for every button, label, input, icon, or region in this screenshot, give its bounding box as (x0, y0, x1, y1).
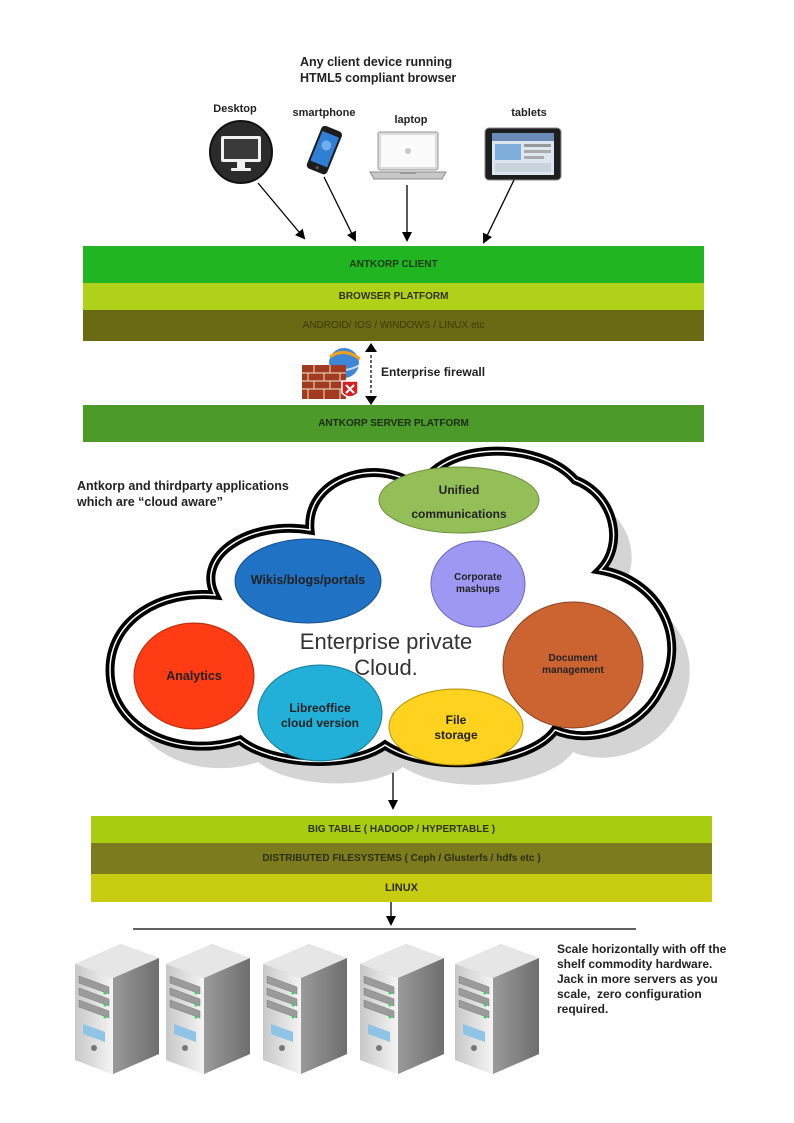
servers-note-line-2: shelf commodity hardware. (557, 957, 713, 971)
laptop-icon (369, 131, 447, 180)
server-platform-label: ANTKORP SERVER PLATFORM (318, 418, 469, 429)
header-line-2: HTML5 compliant browser (300, 71, 457, 85)
libreoffice-bubble (257, 664, 383, 762)
antkorp-client-label: ANTKORP CLIENT (349, 259, 438, 270)
header-caption: Any client device running HTML5 complian… (300, 54, 456, 86)
header-line-1: Any client device running (300, 55, 453, 69)
servers-note-line-4: scale, zero configuration (557, 987, 702, 1001)
analytics-bubble (133, 622, 255, 730)
corporate-mashups-bubble (430, 540, 526, 628)
cloud-title: Enterprise private Cloud. (270, 629, 502, 681)
document-management-label: Document management (503, 653, 643, 677)
os-layer: ANDROID/ IOS / WINDOWS / LINUX etc (83, 310, 704, 341)
server-icon-5 (454, 943, 540, 1075)
apps-caption: Antkorp and thirdparty applications whic… (77, 478, 289, 510)
server-icon-2 (165, 943, 251, 1075)
device-label-desktop: Desktop (213, 103, 257, 115)
bigtable-layer: BIG TABLE ( HADOOP / HYPERTABLE ) (91, 816, 712, 843)
corporate-mashups-label: Corporate mashups (431, 572, 525, 596)
servers-note-line-5: required. (557, 1002, 609, 1016)
libreoffice-label: Libreoffice cloud version (258, 701, 382, 731)
libre-line-2: cloud version (280, 716, 360, 730)
device-label-laptop: laptop (394, 114, 428, 126)
file-line-2: storage (434, 728, 478, 742)
file-line-1: File (445, 713, 467, 727)
server-icon-1 (74, 943, 160, 1075)
apps-caption-line-1: Antkorp and thirdparty applications (77, 479, 289, 493)
servers-note-line-3: Jack in more servers as you (557, 972, 718, 986)
browser-platform-label: BROWSER PLATFORM (338, 291, 449, 302)
antkorp-client-layer: ANTKORP CLIENT (83, 246, 704, 283)
os-label: ANDROID/ IOS / WINDOWS / LINUX etc (302, 320, 485, 331)
firewall-icon (302, 348, 361, 399)
document-line-1: Document (548, 653, 598, 664)
bigtable-label: BIG TABLE ( HADOOP / HYPERTABLE ) (307, 824, 496, 835)
analytics-label: Analytics (166, 669, 222, 683)
unified-communications-label: Unified communications (379, 478, 539, 526)
libre-line-1: Libreoffice (289, 701, 351, 715)
mashups-line-1: Corporate (454, 572, 502, 583)
firewall-label: Enterprise firewall (381, 365, 486, 379)
server-icon-3 (262, 943, 348, 1075)
servers-note-line-1: Scale horizontally with off the (557, 942, 727, 956)
device-label-tablets: tablets (511, 107, 547, 119)
cloud-title-line-1: Enterprise private (299, 629, 473, 654)
mashups-line-2: mashups (456, 584, 500, 595)
dfs-layer: DISTRIBUTED FILESYSTEMS ( Ceph / Gluster… (91, 843, 712, 874)
linux-label: LINUX (385, 882, 418, 894)
document-line-2: management (542, 665, 604, 676)
unified-line-1: Unified (438, 483, 480, 497)
browser-platform-layer: BROWSER PLATFORM (83, 283, 704, 310)
unified-line-2: communications (411, 507, 507, 521)
server-platform-layer: ANTKORP SERVER PLATFORM (83, 405, 704, 442)
dfs-label: DISTRIBUTED FILESYSTEMS ( Ceph / Gluster… (262, 853, 541, 864)
unified-communications-bubble (378, 466, 540, 534)
tablet-icon (484, 127, 562, 181)
server-icon-4 (359, 943, 445, 1075)
device-label-smartphone: smartphone (292, 107, 356, 119)
desktop-monitor-icon (209, 120, 273, 184)
smartphone-icon (306, 125, 342, 175)
file-storage-bubble (388, 688, 524, 766)
cloud-title-line-2: Cloud. (354, 655, 418, 680)
apps-caption-line-2: which are “cloud aware” (77, 495, 223, 509)
wikis-bubble (234, 538, 382, 624)
servers-note: Scale horizontally with off the shelf co… (557, 942, 726, 1017)
document-management-bubble (502, 601, 644, 729)
wikis-label: Wikis/blogs/portals (250, 573, 366, 587)
linux-layer: LINUX (91, 874, 712, 902)
file-storage-label: File storage (389, 713, 523, 743)
